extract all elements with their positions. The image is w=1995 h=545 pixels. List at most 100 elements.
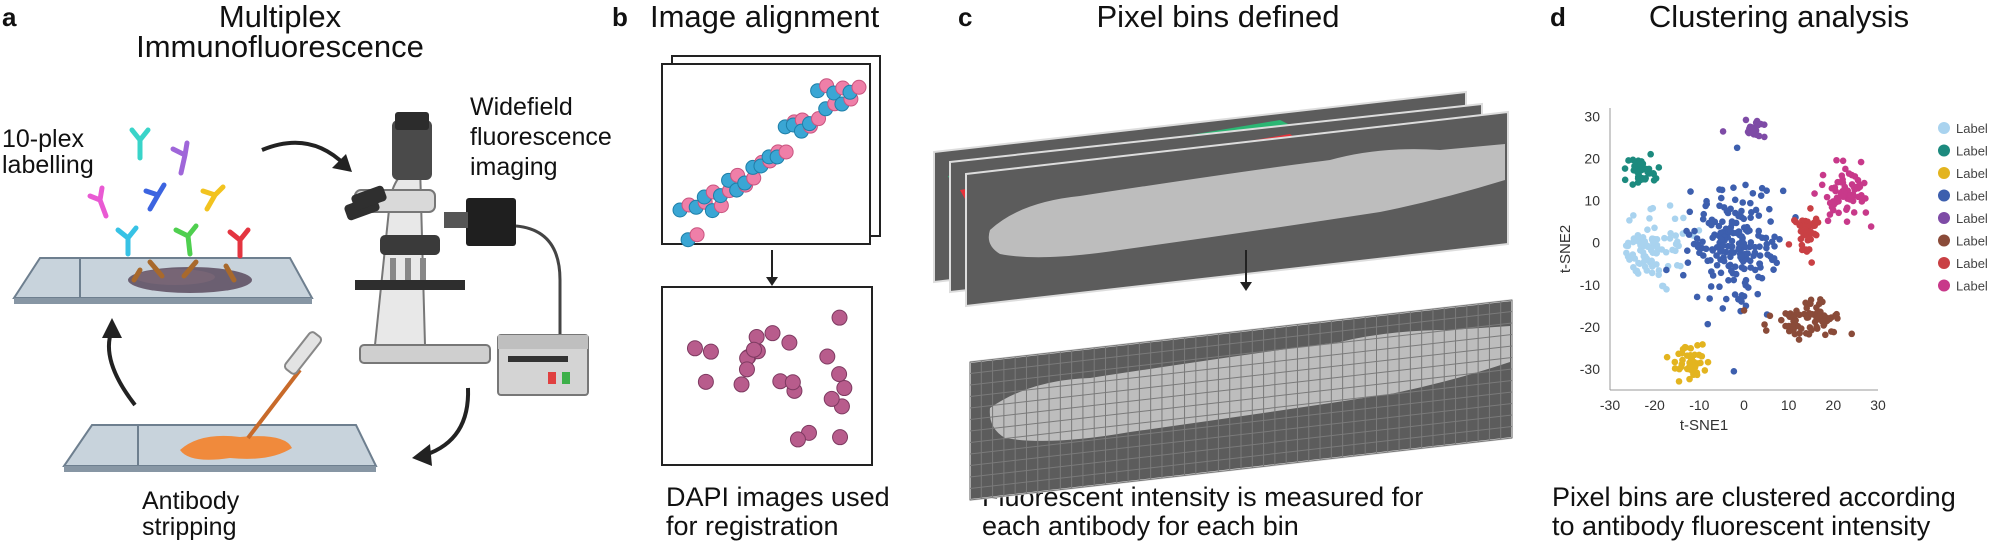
dapi-image-back	[671, 55, 881, 237]
tsne-point	[1752, 119, 1760, 126]
tsne-point	[1738, 255, 1746, 263]
x-tick-label: 10	[1781, 397, 1797, 413]
tsne-point	[1713, 261, 1721, 269]
tsne-point	[1717, 248, 1724, 255]
tsne-point	[1812, 215, 1820, 223]
tsne-point	[1802, 330, 1810, 337]
tsne-point	[1686, 375, 1693, 383]
red-signal	[960, 134, 1300, 208]
registered-dot	[836, 380, 853, 397]
tsne-point	[1799, 222, 1807, 230]
tsne-point	[1629, 156, 1637, 164]
registered-dot	[831, 366, 848, 383]
tsne-point	[1652, 175, 1660, 182]
tsne-point	[1855, 193, 1862, 201]
dapi-pink-dot	[811, 111, 827, 127]
tsne-point	[1839, 179, 1847, 187]
tsne-point	[1720, 204, 1728, 211]
tsne-point	[1644, 167, 1652, 175]
tsne-point	[1635, 158, 1642, 166]
tsne-point	[1630, 264, 1637, 271]
tsne-point	[1728, 243, 1736, 250]
tsne-point	[1738, 292, 1746, 299]
tsne-point	[1805, 233, 1813, 241]
legend-label: Label	[1956, 121, 1988, 136]
tsne-point	[1647, 246, 1655, 254]
tsne-point	[1636, 260, 1644, 267]
tsne-point	[1683, 352, 1691, 359]
tsne-point	[1716, 283, 1723, 291]
registered-dot	[789, 431, 806, 448]
legend-swatch	[1938, 189, 1950, 202]
tsne-point	[1746, 257, 1754, 265]
tsne-point	[1819, 316, 1826, 324]
tsne-point	[1723, 207, 1731, 215]
tsne-point	[1661, 234, 1668, 242]
tsne-point	[1746, 125, 1753, 133]
tsne-point	[1717, 229, 1724, 237]
tsne-point	[1743, 223, 1751, 231]
tsne-point	[1709, 272, 1717, 279]
tsne-point	[1664, 262, 1672, 270]
tsne-point	[1666, 235, 1674, 242]
dapi-blue-dot	[810, 83, 826, 99]
legend-swatch	[1938, 234, 1950, 247]
tsne-point	[1736, 231, 1743, 239]
tsne-point	[1802, 217, 1809, 225]
tsne-point	[1647, 245, 1655, 252]
tsne-point	[1689, 367, 1696, 375]
dapi-blue-dot	[777, 119, 793, 135]
tsne-point	[1727, 227, 1734, 235]
tsne-point	[1802, 246, 1810, 253]
tsne-point	[1732, 209, 1739, 217]
tsne-point	[1648, 244, 1656, 251]
tsne-point	[1816, 309, 1824, 316]
tsne-point	[1639, 160, 1647, 168]
dapi-pink-dot	[721, 183, 737, 199]
tsne-point	[1739, 234, 1746, 242]
tsne-point	[1755, 132, 1763, 140]
tsne-point	[1631, 255, 1639, 262]
dapi-blue-dot	[745, 159, 761, 175]
tsne-point	[1675, 242, 1682, 250]
tsne-point	[1677, 262, 1684, 270]
tsne-point	[1835, 209, 1842, 217]
tsne-point	[1659, 282, 1667, 290]
tsne-point	[1658, 282, 1666, 290]
tsne-point	[1638, 238, 1646, 245]
tsne-point	[1686, 363, 1693, 370]
tsne-point	[1832, 312, 1839, 319]
tsne-point	[1755, 227, 1763, 235]
tsne-point	[1799, 217, 1806, 224]
tsne-point	[1762, 234, 1770, 242]
tsne-point	[1678, 349, 1686, 357]
tsne-point	[1643, 267, 1651, 274]
tsne-point	[1682, 344, 1690, 351]
tsne-point	[1804, 314, 1812, 321]
tsne-point	[1637, 241, 1644, 249]
tsne-point	[1856, 183, 1864, 191]
tsne-point	[1832, 187, 1839, 195]
tsne-point	[1720, 254, 1727, 261]
tsne-point	[1638, 158, 1645, 165]
tsne-point	[1741, 279, 1749, 287]
tsne-point	[1785, 311, 1792, 319]
tsne-point	[1797, 235, 1805, 243]
tsne-point	[1625, 157, 1632, 164]
x-tick-label: -20	[1645, 397, 1665, 413]
tsne-point	[1708, 216, 1716, 224]
tsne-point	[1724, 234, 1732, 241]
tsne-point	[1702, 202, 1709, 210]
tsne-point	[1708, 246, 1716, 253]
tsne-point	[1814, 219, 1822, 226]
tsne-point	[1700, 252, 1707, 259]
tsne-point	[1644, 243, 1651, 250]
tsne-point	[1679, 271, 1687, 279]
tsne-point	[1743, 224, 1751, 232]
tsne-point	[1698, 244, 1706, 252]
dapi-blue-dot	[769, 149, 785, 165]
tsne-point	[1823, 193, 1831, 201]
tsne-point	[1779, 187, 1787, 195]
tsne-point	[1696, 249, 1703, 257]
tsne-point	[1740, 265, 1748, 273]
